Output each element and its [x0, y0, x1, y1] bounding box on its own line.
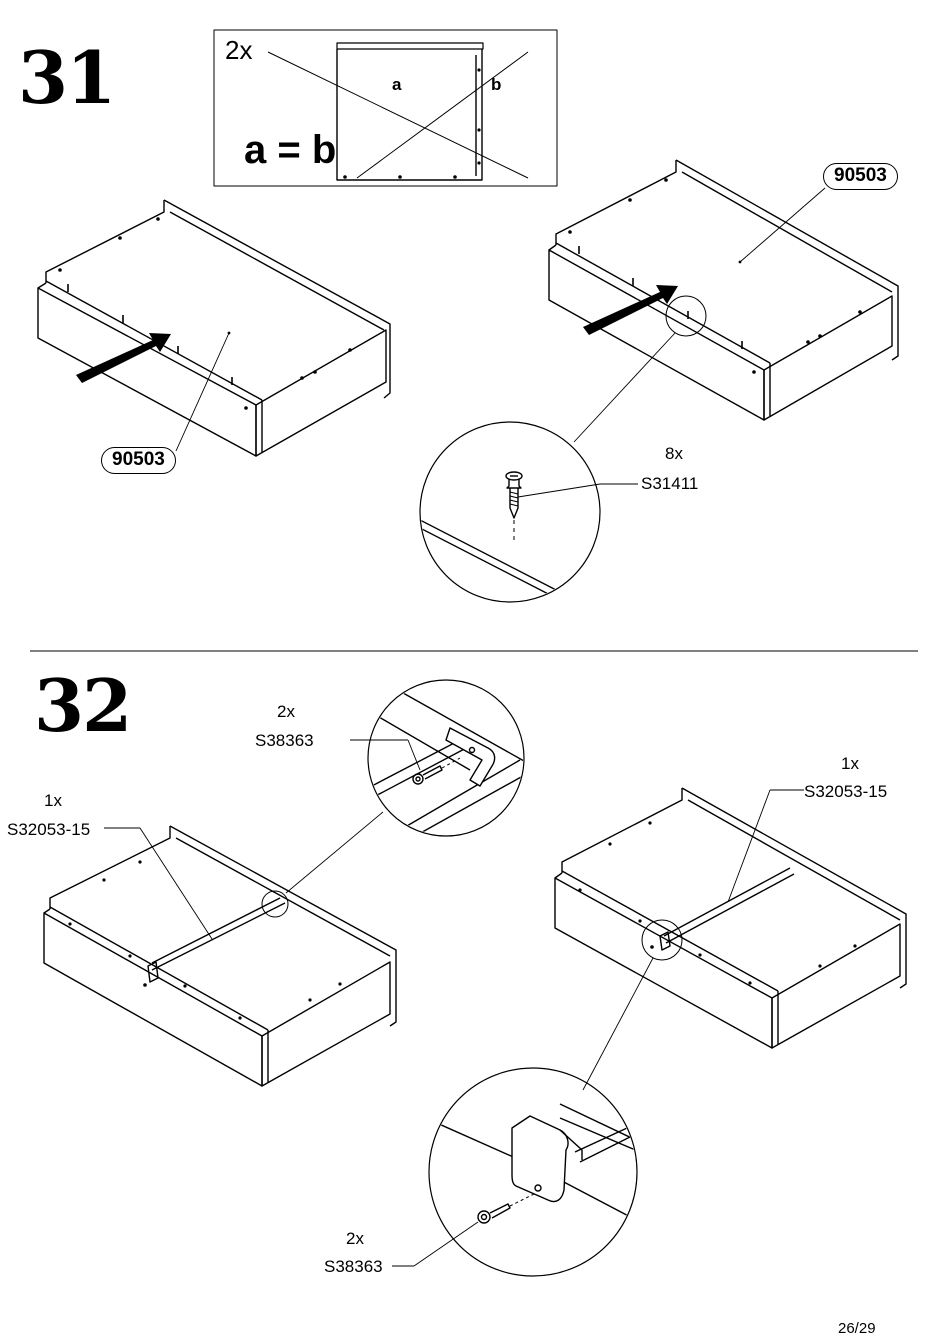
step-number-31: 31 [18, 35, 116, 120]
step-number-32: 32 [34, 663, 132, 748]
drawer-left-32 [43, 811, 397, 1087]
rail-count-right-32: 1x [841, 754, 859, 773]
inset-label-a: a [392, 75, 402, 94]
diagonal-check-inset [213, 29, 558, 187]
rail-code-left-32: S32053-15 [7, 820, 91, 839]
bracket-count-left-32: 2x [277, 702, 295, 721]
part-tag-right-31: 90503 [823, 163, 898, 190]
bracket-code-left-32: S38363 [255, 731, 314, 750]
screw-code-31: S31411 [641, 474, 699, 493]
drawer-right-31 [548, 159, 899, 443]
screw-zoom-31 [419, 421, 638, 603]
part-tag-left-31: 90503 [101, 447, 176, 474]
bracket-zoom-right-32 [392, 1067, 638, 1277]
rail-code-right-32: S32053-15 [804, 782, 888, 801]
drawer-right-32 [554, 787, 907, 1091]
inset-label-b: b [491, 75, 502, 94]
screw-count-31: 8x [665, 444, 683, 463]
rail-count-left-32: 1x [44, 791, 62, 810]
inset-equation: a = b [244, 128, 337, 172]
inset-count: 2x [225, 35, 253, 65]
screw-code-bottom-32: S38363 [324, 1257, 383, 1276]
drawer-left-31 [37, 199, 391, 457]
page-number: 26/29 [838, 1320, 876, 1337]
screw-count-bottom-32: 2x [346, 1229, 364, 1248]
